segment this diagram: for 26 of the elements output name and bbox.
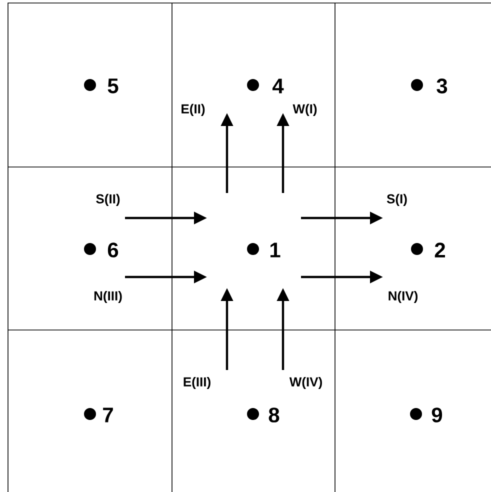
edge-label: E(II) xyxy=(182,104,205,116)
node-label: 2 xyxy=(434,242,445,258)
node-label: 9 xyxy=(432,408,442,422)
numbered-point: 7 xyxy=(84,408,113,422)
node-label: 1 xyxy=(270,242,280,258)
edge-label: W(I) xyxy=(292,104,317,116)
edge-label: W(IV) xyxy=(289,376,322,390)
node-label: 6 xyxy=(108,242,118,258)
numbered-point: 2 xyxy=(411,242,445,258)
edge-label: S(I) xyxy=(386,194,407,206)
edge-label: N(III) xyxy=(94,290,122,304)
numbered-point: 6 xyxy=(84,242,118,258)
numbered-point: 4 xyxy=(247,78,284,94)
node-label: 8 xyxy=(268,408,280,422)
node-label: 5 xyxy=(108,78,118,94)
numbered-point: 5 xyxy=(84,78,118,94)
numbered-point: 3 xyxy=(411,78,448,94)
numbered-point: 9 xyxy=(410,408,442,422)
numbered-point: 1 xyxy=(247,242,280,258)
edge-label: E(III) xyxy=(184,376,210,390)
node-label: 7 xyxy=(103,408,113,422)
edge-label: N(IV) xyxy=(388,290,418,304)
node-label: 3 xyxy=(436,78,448,94)
edge-label: S(II) xyxy=(96,194,120,206)
numbered-point: 8 xyxy=(247,408,280,422)
node-label: 4 xyxy=(272,78,284,94)
